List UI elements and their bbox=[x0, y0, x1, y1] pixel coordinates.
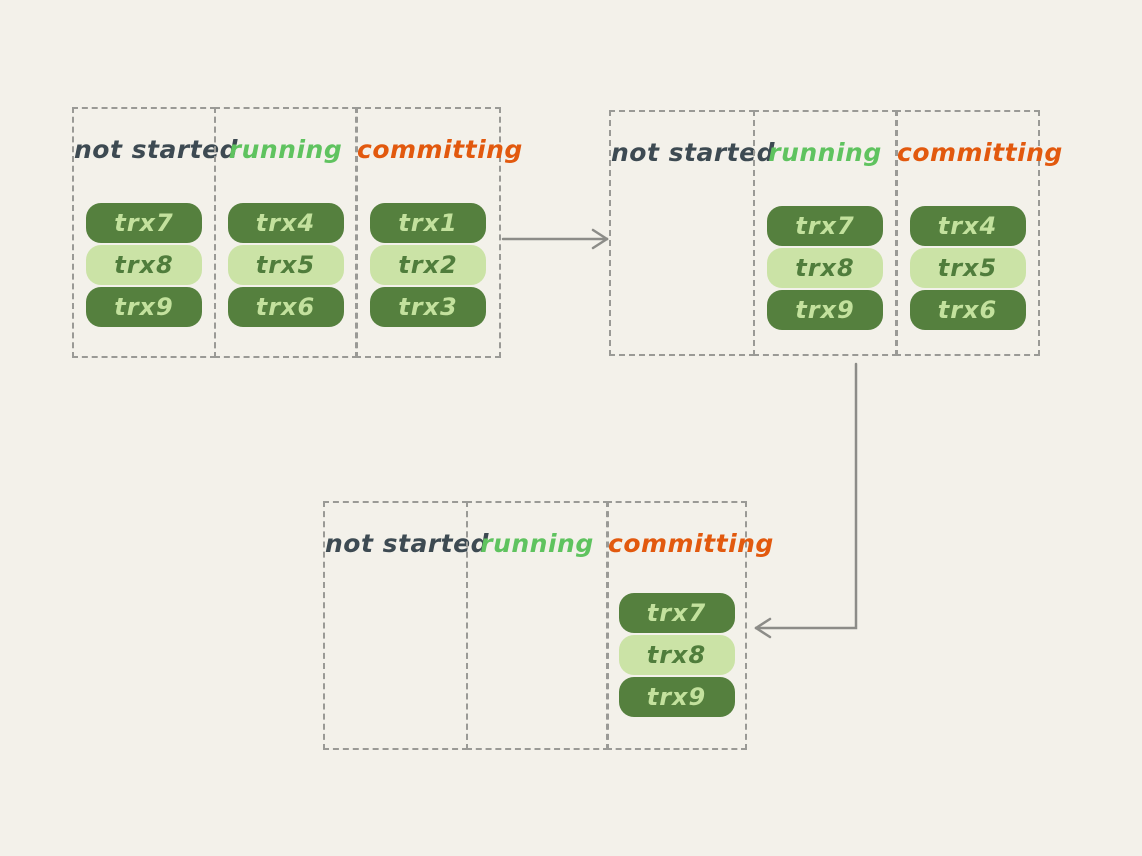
panel-running: running trx4 trx5 trx6 bbox=[213, 107, 358, 358]
arrow-group1-to-group2 bbox=[501, 228, 609, 250]
panel-title-not-started: not started bbox=[325, 529, 489, 558]
panel-title-running: running bbox=[768, 138, 882, 167]
pill-stack: trx7 trx8 trx9 bbox=[74, 203, 214, 329]
transaction-pill: trx9 bbox=[767, 290, 883, 330]
transaction-pill: trx5 bbox=[909, 248, 1026, 288]
transaction-pill: trx2 bbox=[370, 245, 486, 285]
transaction-pill: trx6 bbox=[227, 287, 344, 327]
transaction-pill: trx8 bbox=[86, 245, 202, 285]
state-group-2: not started running trx7 trx8 trx9 commi… bbox=[609, 110, 1063, 356]
pill-stack: trx1 trx2 trx3 bbox=[357, 203, 499, 329]
panel-running: running bbox=[465, 501, 609, 750]
transaction-pill: trx8 bbox=[618, 635, 735, 675]
panel-not-started: not started bbox=[609, 110, 775, 356]
panel-title-not-started: not started bbox=[74, 135, 238, 164]
panel-not-started: not started trx7 trx8 trx9 bbox=[72, 107, 238, 358]
state-group-1: not started trx7 trx8 trx9 running trx4 … bbox=[72, 107, 523, 358]
panel-committing: committing trx4 trx5 trx6 bbox=[895, 110, 1063, 356]
panel-title-running: running bbox=[228, 135, 343, 164]
arrow-group2-to-group3-committing bbox=[754, 362, 858, 639]
transaction-pill: trx1 bbox=[370, 203, 486, 243]
transaction-pill: trx7 bbox=[618, 593, 735, 633]
state-group-3: not started running committing trx7 trx8… bbox=[323, 501, 774, 750]
panel-title-committing: committing bbox=[897, 138, 1063, 167]
transaction-pill: trx8 bbox=[767, 248, 883, 288]
transaction-pill: trx4 bbox=[909, 206, 1026, 246]
transaction-pill: trx7 bbox=[86, 203, 202, 243]
transaction-pill: trx4 bbox=[227, 203, 344, 243]
panel-committing: committing trx7 trx8 trx9 bbox=[606, 501, 774, 750]
panel-title-running: running bbox=[480, 529, 594, 558]
panel-committing: committing trx1 trx2 trx3 bbox=[355, 107, 523, 358]
pill-stack: trx4 trx5 trx6 bbox=[897, 206, 1038, 332]
panel-title-committing: committing bbox=[357, 135, 523, 164]
transaction-pill: trx6 bbox=[909, 290, 1026, 330]
panel-not-started: not started bbox=[323, 501, 489, 750]
panel-running: running trx7 trx8 trx9 bbox=[752, 110, 898, 356]
transaction-pill: trx3 bbox=[370, 287, 486, 327]
transaction-pill: trx9 bbox=[86, 287, 202, 327]
pill-stack: trx7 trx8 trx9 bbox=[755, 206, 896, 332]
transaction-pill: trx7 bbox=[767, 206, 883, 246]
pill-stack: trx4 trx5 trx6 bbox=[216, 203, 356, 329]
panel-title-not-started: not started bbox=[611, 138, 775, 167]
transaction-pill: trx5 bbox=[227, 245, 344, 285]
pill-stack: trx7 trx8 trx9 bbox=[608, 593, 745, 719]
transaction-pill: trx9 bbox=[618, 677, 735, 717]
panel-title-committing: committing bbox=[608, 529, 774, 558]
